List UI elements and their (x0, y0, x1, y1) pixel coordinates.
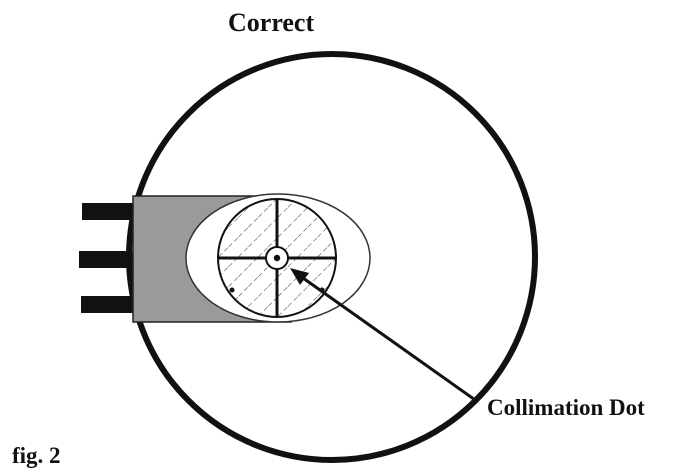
spider-vane-bottom (81, 296, 134, 313)
spider-vane-middle (79, 251, 134, 268)
spider-vanes (79, 203, 134, 313)
collimation-dot (273, 254, 281, 262)
diagram-title: Correct (228, 8, 315, 37)
figure-label: fig. 2 (12, 443, 61, 468)
spider-vane-top (82, 203, 134, 220)
collimation-dot-label: Collimation Dot (487, 395, 645, 420)
callout-arrow (290, 268, 479, 404)
mirror-clip-left (229, 287, 235, 293)
